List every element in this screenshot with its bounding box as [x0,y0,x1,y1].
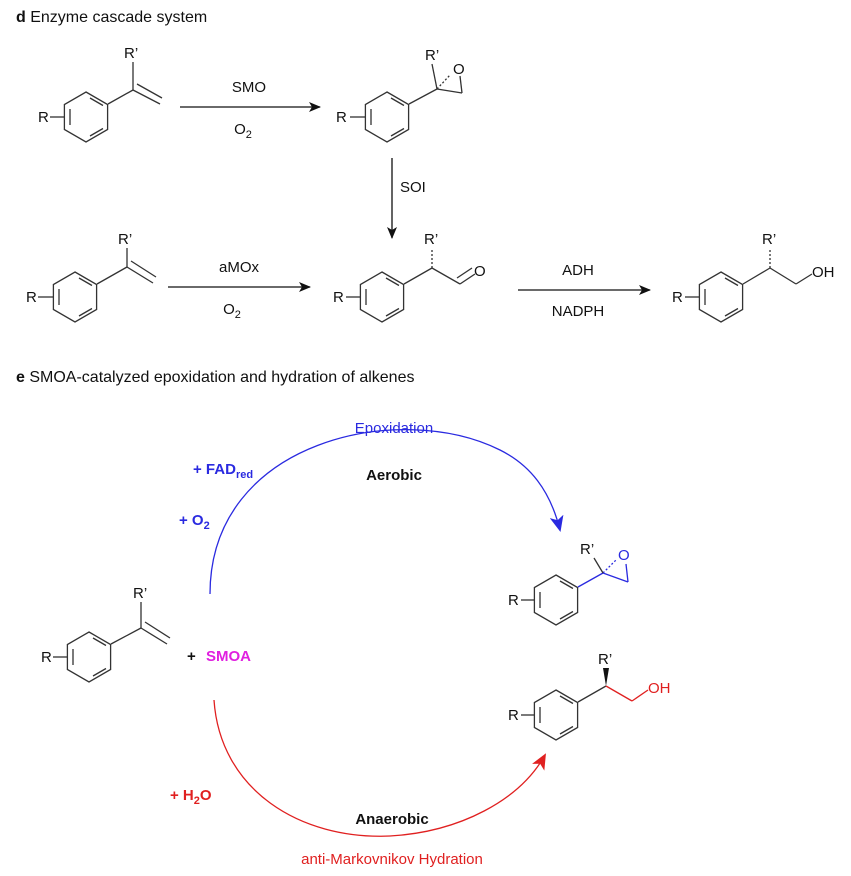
r-label: R [333,289,344,306]
hydroxyl-label: OH [648,680,671,697]
smoa-enzyme-label: SMOA [206,648,251,665]
alcohol-molecule: R R’ OH [672,231,835,323]
r-label: R [336,109,347,126]
epoxidation-label: Epoxidation [355,420,433,437]
nadph-label: NADPH [552,303,605,320]
panel-d-title: d Enzyme cascade system [16,9,207,26]
hydroxyl-label: OH [812,264,835,281]
oxygen-label: O [474,263,486,280]
epoxide-product: R R’ O [508,541,630,626]
r-prime-label: R’ [124,45,138,62]
fad-red-label: + FADred [193,461,253,481]
styrene-molecule-e: R R’ [41,585,171,683]
adh-label: ADH [562,262,594,279]
hydration-arc: Anaerobic anti-Markovnikov Hydration + H… [170,699,546,868]
hydration-label: anti-Markovnikov Hydration [301,851,483,868]
r-prime-label: R’ [425,47,439,64]
oxygen-label: O [618,547,630,564]
r-label: R [508,592,519,609]
adh-arrow: ADH NADPH [518,262,651,320]
r-prime-label: R’ [133,585,147,602]
panel-e-title: e SMOA-catalyzed epoxidation and hydrati… [16,369,414,386]
o2-label: O2 [223,301,241,321]
epoxide-molecule: R R’ O [336,47,465,143]
amox-label: aMOx [219,259,260,276]
amox-arrow: aMOx O2 [168,259,311,321]
h2o-label: + H2O [170,787,212,807]
r-prime-label: R’ [580,541,594,558]
plus-sign: + [187,648,196,665]
r-prime-label: R’ [598,651,612,668]
smo-label: SMO [232,79,266,96]
o2-label: O2 [234,121,252,141]
r-prime-label: R’ [118,231,132,248]
r-label: R [38,109,49,126]
aerobic-label: Aerobic [366,467,422,484]
styrene-molecule-1: R R’ [38,45,163,143]
o2-label: + O2 [179,512,210,532]
alcohol-product: R R’ OH [508,651,671,741]
soi-arrow: SOI [387,158,426,239]
oxygen-label: O [453,61,465,78]
anaerobic-label: Anaerobic [355,811,428,828]
r-label: R [41,649,52,666]
epoxidation-arc: Epoxidation Aerobic + FADred + O2 [179,420,564,595]
r-label: R [26,289,37,306]
soi-label: SOI [400,179,426,196]
r-prime-label: R’ [424,231,438,248]
styrene-molecule-2: R R’ [26,231,157,323]
aldehyde-molecule: R R’ O [333,231,486,323]
r-label: R [508,707,519,724]
r-prime-label: R’ [762,231,776,248]
smo-arrow: SMO O2 [180,79,321,141]
r-label: R [672,289,683,306]
